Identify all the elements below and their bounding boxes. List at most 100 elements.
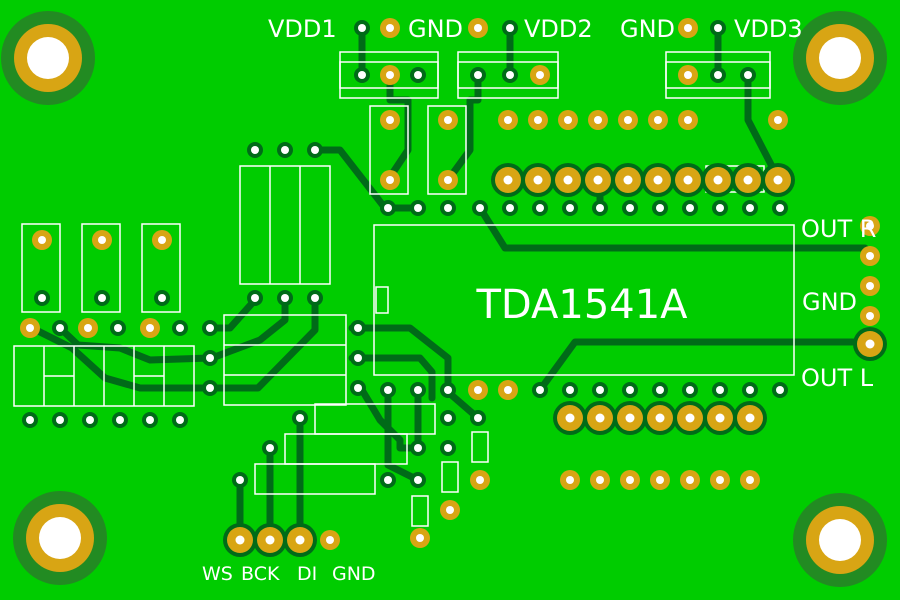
pad [410, 67, 426, 83]
pad [740, 470, 760, 490]
pad [350, 380, 366, 396]
pad [502, 20, 518, 36]
pad [140, 318, 160, 338]
pad [472, 200, 488, 216]
pad [772, 200, 788, 216]
pad [438, 170, 458, 190]
pad [532, 382, 548, 398]
ic-label: TDA1541A [475, 282, 688, 328]
pad-large [553, 401, 587, 435]
pad-large [671, 163, 705, 197]
pad-large [583, 401, 617, 435]
pad [410, 440, 426, 456]
label-gnd-2: GND [620, 15, 675, 43]
pad [154, 290, 170, 306]
pad [438, 110, 458, 130]
pad [562, 200, 578, 216]
pad [142, 412, 158, 428]
pad-large [731, 163, 765, 197]
pad [202, 350, 218, 366]
pad [532, 200, 548, 216]
pad [860, 306, 880, 326]
label-gnd-1: GND [408, 15, 463, 43]
pad [772, 382, 788, 398]
pad [678, 65, 698, 85]
label-out-l: OUT L [801, 364, 874, 392]
pad [172, 320, 188, 336]
pad [52, 412, 68, 428]
pad [618, 110, 638, 130]
pad [354, 67, 370, 83]
pad [860, 276, 880, 296]
pad [742, 200, 758, 216]
pad [622, 200, 638, 216]
pad [590, 470, 610, 490]
pad [380, 65, 400, 85]
pad [860, 246, 880, 266]
pad-large [283, 523, 317, 557]
pad [652, 200, 668, 216]
pad [350, 350, 366, 366]
pad [52, 320, 68, 336]
pad [202, 320, 218, 336]
pad-large [641, 163, 675, 197]
label-vdd1: VDD1 [268, 15, 337, 43]
label-di: DI [297, 563, 317, 585]
pad [307, 290, 323, 306]
ic-tda1541a-outline [373, 224, 795, 376]
label-vdd2: VDD2 [524, 15, 593, 43]
pad [530, 65, 550, 85]
pad [380, 382, 396, 398]
ic-pin1-notch [375, 286, 389, 314]
mounting-hole-bottom-right [793, 493, 887, 587]
pad-large [761, 163, 795, 197]
pad [652, 382, 668, 398]
pad-large [643, 401, 677, 435]
pad [768, 110, 788, 130]
pad [678, 110, 698, 130]
pad-large [703, 401, 737, 435]
pad [860, 216, 880, 236]
pad [34, 290, 50, 306]
pad [262, 440, 278, 456]
pad [92, 230, 112, 250]
pad [82, 412, 98, 428]
pad-large [733, 401, 767, 435]
pad [440, 410, 456, 426]
pad-large [551, 163, 585, 197]
pad-large [673, 401, 707, 435]
pad [470, 67, 486, 83]
pad [712, 200, 728, 216]
pad [112, 412, 128, 428]
pad [292, 410, 308, 426]
label-vdd3: VDD3 [734, 15, 803, 43]
pad [380, 110, 400, 130]
pad [410, 528, 430, 548]
pad [110, 320, 126, 336]
pad [682, 200, 698, 216]
pad-large [253, 523, 287, 557]
label-bck: BCK [241, 563, 280, 585]
mounting-hole-top-left [1, 11, 95, 105]
pad [560, 470, 580, 490]
pad [742, 382, 758, 398]
pad [380, 472, 396, 488]
pad-large [853, 327, 887, 361]
pad-large [701, 163, 735, 197]
pad [468, 380, 488, 400]
pad [247, 142, 263, 158]
pad [247, 290, 263, 306]
pad [152, 230, 172, 250]
label-ws: WS [202, 563, 233, 585]
pad [588, 110, 608, 130]
pad-large [491, 163, 525, 197]
pad-large [581, 163, 615, 197]
mounting-hole-bottom-left [13, 491, 107, 585]
pad [172, 412, 188, 428]
pad [380, 170, 400, 190]
label-in-gnd: GND [332, 563, 376, 585]
mounting-hole-top-right [793, 11, 887, 105]
pad [710, 470, 730, 490]
pad [380, 200, 396, 216]
